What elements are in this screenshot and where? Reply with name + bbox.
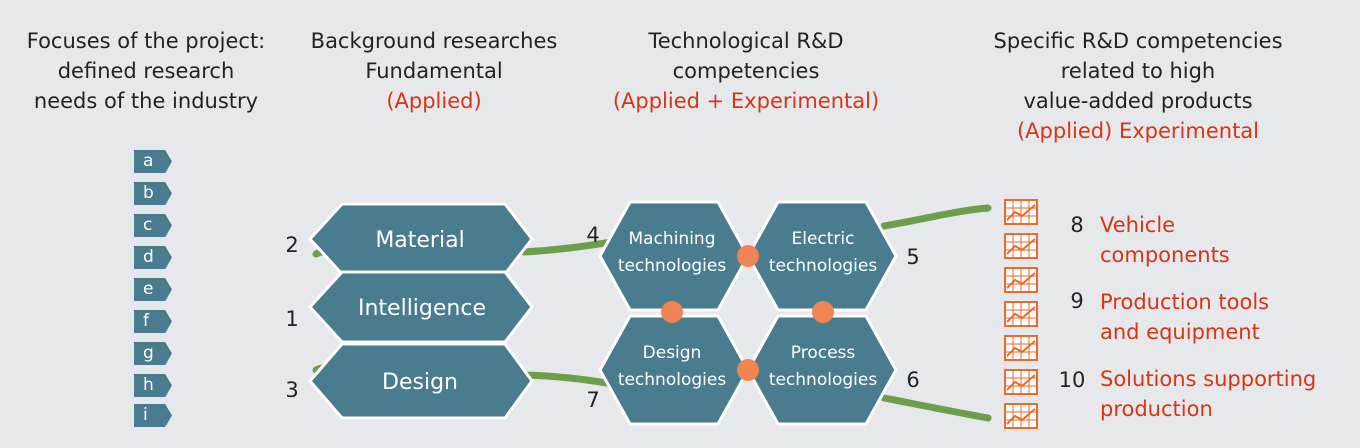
- node-machining-electric: [737, 245, 759, 267]
- chart-icon: [1004, 233, 1038, 259]
- number-intelligence: 1: [285, 307, 298, 331]
- focus-tag-f: f: [134, 310, 172, 333]
- header-background: Background researches Fundamental (Appli…: [300, 26, 568, 116]
- focus-tag-c: c: [134, 214, 172, 237]
- connector-material-machining: [520, 238, 616, 256]
- hex-design: Design: [308, 342, 534, 420]
- product-solutions-line1: Solutions supporting: [1100, 367, 1317, 391]
- hex-design-tech-line1: Design: [643, 343, 702, 363]
- header-focuses-line3: needs of the industry: [33, 89, 259, 113]
- hex-machining-line2: technologies: [618, 256, 727, 276]
- product-vehicle-components: Vehicle components: [1100, 210, 1230, 270]
- header-specific-line3: value-added products: [1023, 89, 1253, 113]
- hex-material-label: Material: [375, 228, 464, 253]
- chart-icon: [1004, 403, 1038, 429]
- header-background-accent: (Applied): [386, 89, 482, 113]
- node-machining-design: [661, 301, 683, 323]
- number-production-tools: 9: [1070, 289, 1083, 313]
- header-specific-accent: (Applied) Experimental: [1016, 119, 1260, 143]
- number-design-tech: 7: [586, 388, 599, 412]
- hex-machining-line1: Machining: [629, 229, 716, 249]
- chart-icon: [1004, 335, 1038, 361]
- number-design: 3: [285, 378, 298, 402]
- product-production-tools: Production tools and equipment: [1100, 287, 1269, 347]
- hex-design-tech: Design technologies: [598, 314, 750, 426]
- chart-icon: [1004, 301, 1038, 327]
- chart-icon: [1004, 369, 1038, 395]
- product-solutions-line2: production: [1100, 397, 1213, 421]
- connection-nodes: [661, 245, 834, 381]
- header-background-line2: Fundamental: [365, 59, 503, 83]
- hex-intelligence: Intelligence: [307, 270, 534, 344]
- focus-tag-e: e: [134, 278, 172, 301]
- connector-process-products: [880, 394, 992, 422]
- header-specific-line1: Specific R&D competencies: [993, 29, 1283, 53]
- number-solutions: 10: [1059, 368, 1086, 392]
- hex-intelligence-shape: [307, 270, 534, 344]
- connector-electric-products: [880, 204, 992, 230]
- hex-electric-shape: [746, 200, 898, 312]
- chart-icons: [1004, 199, 1038, 429]
- number-machining: 4: [586, 223, 599, 247]
- hex-process-line1: Process: [791, 343, 856, 363]
- chart-icon: [1004, 267, 1038, 293]
- hex-process-shape: [746, 314, 898, 426]
- focus-tag-i: i: [134, 404, 172, 427]
- hex-electric-line2: technologies: [769, 256, 878, 276]
- header-technological-line2: competencies: [672, 59, 820, 83]
- header-technological-accent: (Applied + Experimental): [612, 89, 880, 113]
- hex-machining: Machining technologies: [598, 200, 750, 312]
- product-solutions: Solutions supporting production: [1100, 364, 1316, 424]
- header-technological-line1: Technological R&D: [648, 29, 844, 53]
- hex-design-label: Design: [382, 370, 458, 395]
- hex-process-line2: technologies: [769, 370, 878, 390]
- header-specific: Specific R&D competencies related to hig…: [958, 26, 1318, 146]
- connector-design-designtech: [520, 371, 616, 388]
- focus-tag-h: h: [134, 374, 172, 397]
- hex-material: Material: [307, 202, 534, 276]
- focus-tag-d: d: [134, 246, 172, 269]
- node-electric-process: [812, 301, 834, 323]
- number-vehicle: 8: [1070, 213, 1083, 237]
- header-focuses-line1: Focuses of the project:: [26, 29, 266, 53]
- hex-intelligence-label: Intelligence: [358, 296, 486, 321]
- hex-electric: Electric technologies: [746, 200, 898, 312]
- product-production-line2: and equipment: [1100, 320, 1260, 344]
- number-material: 2: [285, 233, 298, 257]
- header-specific-line2: related to high: [1060, 59, 1216, 83]
- hex-electric-line1: Electric: [792, 229, 855, 249]
- node-design-process: [737, 359, 759, 381]
- number-electric: 5: [906, 245, 919, 269]
- header-technological: Technological R&D competencies (Applied …: [600, 26, 892, 116]
- chart-icon: [1004, 199, 1038, 225]
- hex-process: Process technologies: [746, 314, 898, 426]
- product-vehicle-line2: components: [1100, 243, 1230, 267]
- product-production-line1: Production tools: [1100, 290, 1270, 314]
- hex-design-shape: [308, 342, 534, 420]
- focus-tag-b: b: [134, 182, 172, 205]
- number-process: 6: [906, 368, 919, 392]
- header-focuses-line2: defined research: [57, 59, 235, 83]
- header-background-line1: Background researches: [310, 29, 558, 53]
- hex-design-tech-line2: technologies: [618, 370, 727, 390]
- focus-tag-a: a: [134, 150, 172, 173]
- product-vehicle-line1: Vehicle: [1100, 213, 1176, 237]
- header-focuses: Focuses of the project: defined research…: [18, 26, 274, 116]
- focus-tag-g: g: [134, 342, 172, 365]
